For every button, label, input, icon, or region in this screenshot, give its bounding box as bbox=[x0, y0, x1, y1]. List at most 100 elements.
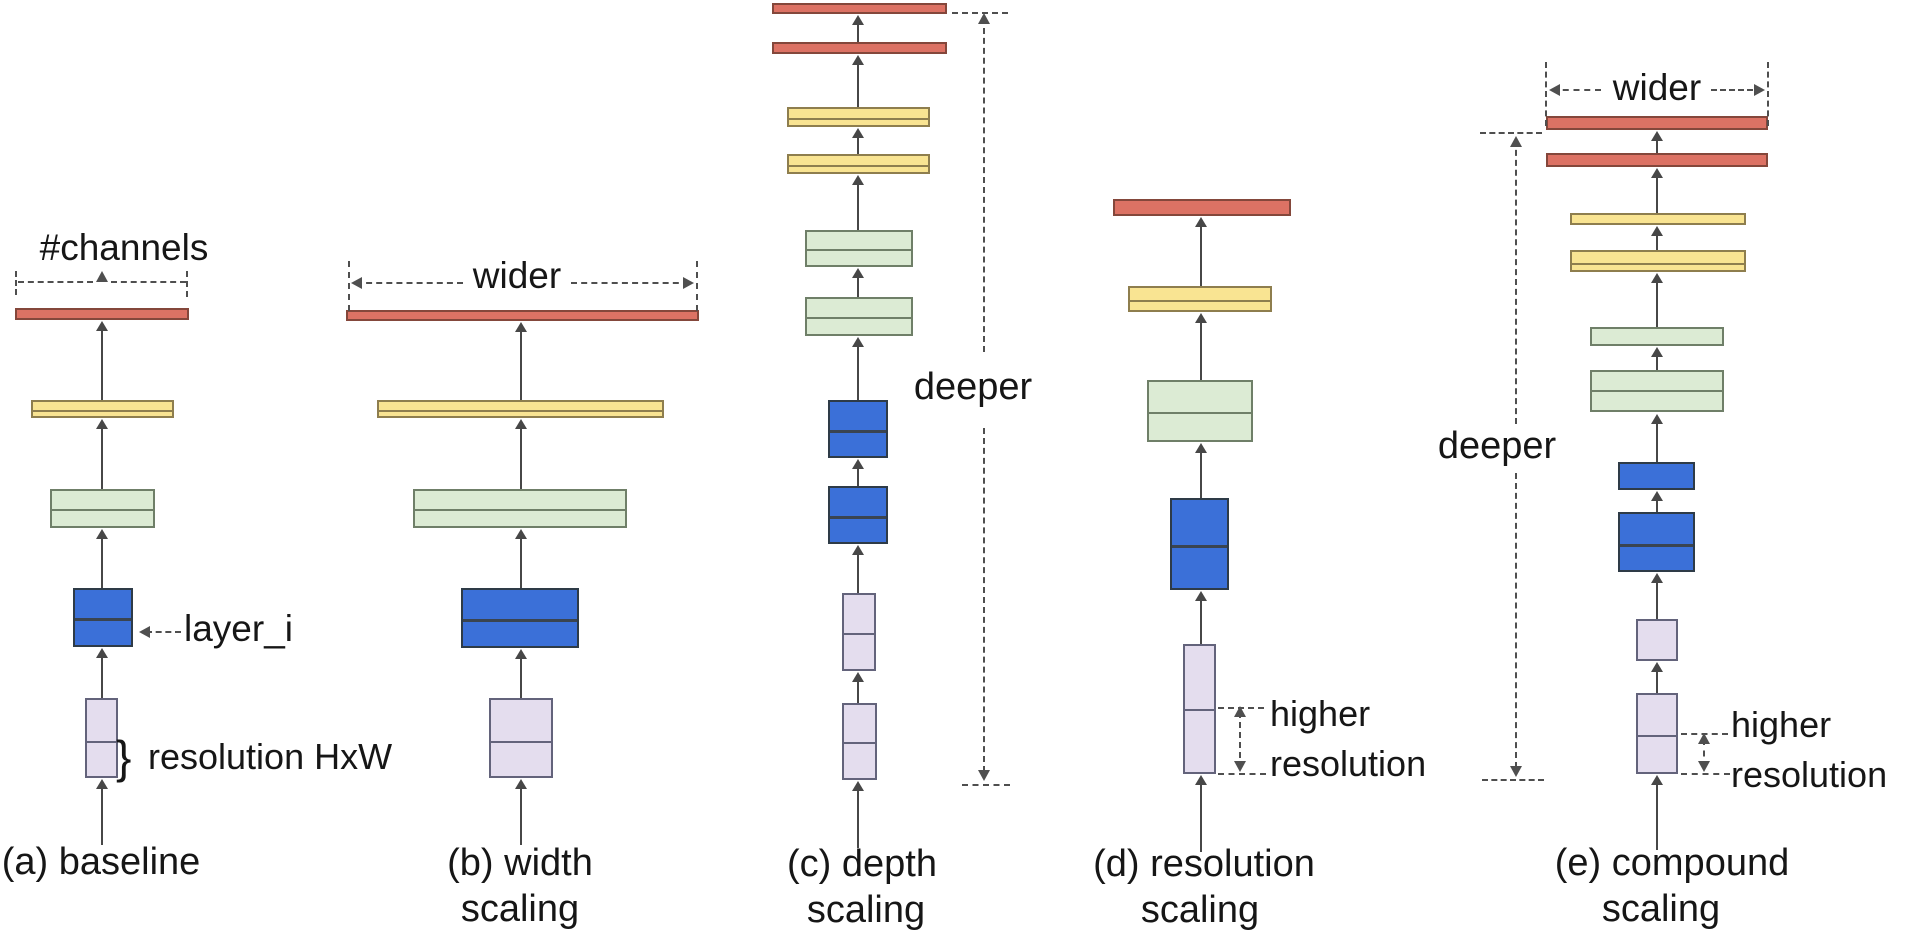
block-divider bbox=[1620, 544, 1693, 547]
arrow-shaft bbox=[857, 345, 859, 400]
baseline-blue-block bbox=[73, 588, 133, 647]
compound-scaling-purple-block bbox=[1636, 693, 1678, 774]
compound-scaling-green-block bbox=[1590, 370, 1724, 412]
depth-scaling-green-block bbox=[805, 230, 913, 267]
compound-scaling-yellow-block bbox=[1570, 213, 1746, 225]
arrow-shaft bbox=[1200, 599, 1202, 644]
block-divider bbox=[789, 165, 928, 167]
block-divider bbox=[1130, 300, 1270, 302]
depth-scaling-flow-arrow bbox=[851, 545, 865, 593]
arrow-shaft bbox=[857, 789, 859, 848]
arrow-shaft bbox=[857, 23, 859, 42]
arrow-up-icon bbox=[515, 779, 527, 789]
baseline-red-block bbox=[15, 308, 189, 320]
dashed-guide-line bbox=[146, 631, 181, 633]
arrow-up-icon bbox=[96, 529, 108, 539]
arrow-up-icon bbox=[852, 545, 864, 555]
arrow-up-icon bbox=[1195, 775, 1207, 785]
arrow-shaft bbox=[1200, 225, 1202, 286]
arrow-shaft bbox=[520, 787, 522, 845]
block-divider bbox=[807, 249, 911, 251]
depth-scaling-green-block bbox=[805, 297, 913, 336]
arrow-shaft bbox=[520, 657, 522, 698]
caption-b-line1: (b) width bbox=[447, 842, 593, 884]
resolution-scaling-flow-arrow bbox=[1194, 217, 1208, 286]
dashed-guide-line bbox=[1552, 89, 1601, 91]
resolution-scaling-flow-arrow bbox=[1194, 443, 1208, 498]
width-scaling-red-block bbox=[346, 310, 699, 321]
arrow-shaft bbox=[857, 467, 859, 486]
width-scaling-flow-arrow bbox=[514, 322, 528, 400]
compound-scaling-flow-arrow bbox=[1650, 168, 1664, 213]
dashed-guide-line bbox=[348, 261, 350, 311]
arrow-up-icon bbox=[96, 321, 108, 331]
compound-scaling-flow-arrow bbox=[1650, 491, 1664, 512]
arrow-shaft bbox=[1656, 422, 1658, 462]
dashed-guide-line bbox=[1681, 773, 1730, 775]
arrow-shaft bbox=[1656, 581, 1658, 619]
arrow-shaft bbox=[1656, 281, 1658, 327]
depth-scaling-yellow-block bbox=[787, 154, 930, 174]
compound-scaling-red-block bbox=[1546, 116, 1768, 130]
arrow-up-icon bbox=[96, 419, 108, 429]
width-scaling-green-block bbox=[413, 489, 627, 528]
channels-label: #channels bbox=[39, 227, 209, 268]
block-divider bbox=[87, 741, 116, 743]
depth-scaling-flow-arrow bbox=[851, 268, 865, 297]
block-divider bbox=[1638, 735, 1676, 737]
baseline-flow-arrow bbox=[95, 321, 109, 400]
arrow-shaft bbox=[101, 329, 103, 400]
baseline-green-block bbox=[50, 489, 155, 528]
caption-a: (a) baseline bbox=[1, 841, 201, 883]
dashed-guide-line bbox=[571, 282, 689, 284]
resolution-scaling-purple-block bbox=[1183, 644, 1216, 774]
compound-scaling-flow-arrow bbox=[1650, 226, 1664, 250]
arrow-up-icon bbox=[1234, 706, 1246, 717]
block-divider bbox=[789, 118, 928, 120]
arrow-up-icon bbox=[1195, 313, 1207, 323]
resolution-hxw-label: resolution HxW bbox=[148, 736, 393, 777]
dashed-guide-line bbox=[356, 282, 463, 284]
baseline-flow-arrow bbox=[95, 419, 109, 489]
caption-c-line1: (c) depth bbox=[787, 843, 937, 885]
compound-scaling-flow-arrow bbox=[1650, 273, 1664, 327]
dashed-guide-line bbox=[1218, 773, 1266, 775]
block-divider bbox=[33, 410, 172, 412]
arrow-up-icon bbox=[852, 459, 864, 469]
dashed-guide-line bbox=[1545, 62, 1547, 126]
dashed-guide-line bbox=[962, 784, 1010, 786]
arrow-shaft bbox=[101, 787, 103, 845]
arrow-shaft bbox=[1656, 499, 1658, 512]
arrow-up-icon bbox=[1651, 573, 1663, 583]
depth-scaling-red-block bbox=[772, 42, 947, 54]
arrow-down-icon bbox=[1234, 761, 1246, 772]
arrow-shaft bbox=[1656, 139, 1658, 153]
arrow-up-icon bbox=[852, 55, 864, 65]
dashed-guide-line bbox=[18, 281, 93, 283]
arrow-up-icon bbox=[1195, 591, 1207, 601]
width-scaling-flow-arrow bbox=[514, 649, 528, 698]
arrow-up-icon bbox=[852, 337, 864, 347]
resolution-scaling-yellow-block bbox=[1128, 286, 1272, 312]
arrow-shaft bbox=[520, 427, 522, 489]
arrow-right-icon bbox=[683, 277, 694, 289]
depth-scaling-purple-block bbox=[842, 703, 877, 780]
arrow-shaft bbox=[1656, 176, 1658, 213]
block-divider bbox=[807, 317, 911, 319]
dashed-guide-line bbox=[696, 261, 698, 311]
arrow-right-icon bbox=[1754, 84, 1765, 96]
caption-c-line2: scaling bbox=[806, 889, 926, 931]
arrow-up-icon bbox=[852, 15, 864, 25]
dashed-guide-line bbox=[186, 271, 188, 297]
compound-scaling-flow-arrow bbox=[1650, 347, 1664, 370]
arrow-up-icon bbox=[852, 672, 864, 682]
dashed-guide-line bbox=[983, 428, 985, 772]
resolution-scaling-red-block bbox=[1113, 199, 1291, 216]
arrow-up-icon bbox=[978, 13, 990, 24]
arrow-shaft bbox=[1200, 451, 1202, 498]
dashed-guide-line bbox=[1239, 712, 1241, 768]
caption-e-line2: scaling bbox=[1601, 888, 1721, 930]
block-divider bbox=[1185, 709, 1214, 711]
layer-i-label: layer_i bbox=[184, 608, 293, 649]
